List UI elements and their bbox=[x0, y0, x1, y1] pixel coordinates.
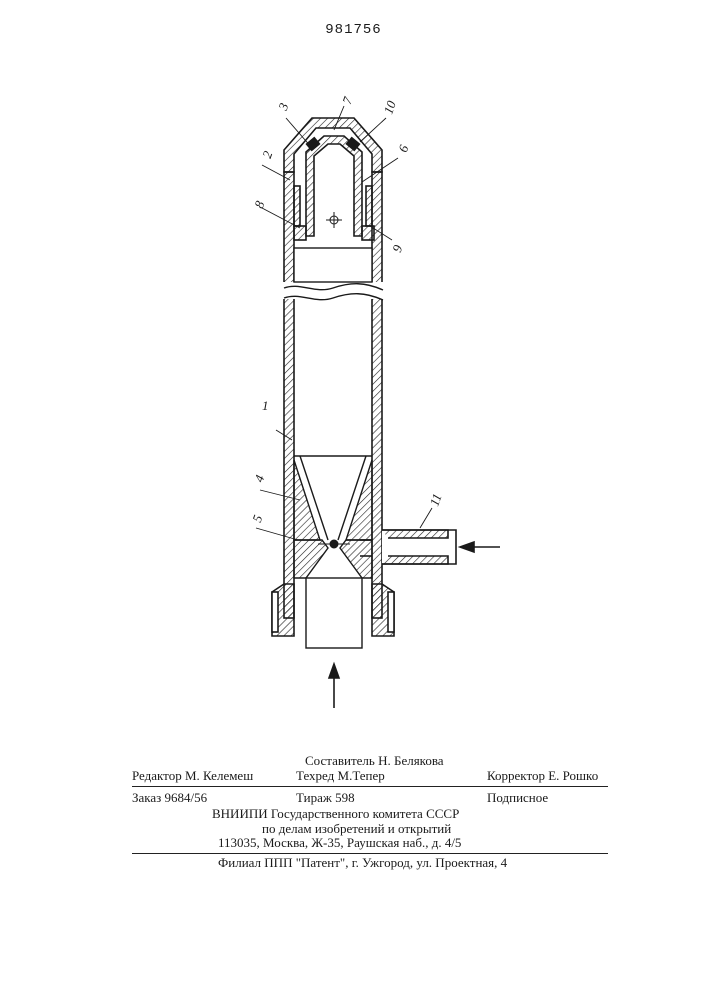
address-line: 113035, Москва, Ж-35, Раушская наб., д. … bbox=[218, 835, 461, 851]
order-line: Заказ 9684/56 bbox=[132, 790, 207, 806]
part-label-4: 4 bbox=[251, 472, 267, 484]
center-mark-top bbox=[326, 212, 342, 228]
diffuser-cone bbox=[294, 456, 372, 540]
circulation-line: Тираж 598 bbox=[296, 790, 355, 806]
editor-line: Редактор М. Келемеш bbox=[132, 768, 253, 784]
compiler-line: Составитель Н. Белякова bbox=[305, 753, 444, 769]
part-label-9: 9 bbox=[389, 242, 405, 254]
part-label-8: 8 bbox=[251, 198, 267, 210]
branch-line: Филиал ППП "Патент", г. Ужгород, ул. Про… bbox=[218, 855, 507, 871]
part-label-10: 10 bbox=[380, 98, 399, 116]
part-label-7: 7 bbox=[339, 94, 355, 106]
guide-cylinder bbox=[294, 248, 372, 282]
divider-top bbox=[132, 786, 608, 787]
org-line-1: ВНИИПИ Государственного комитета СССР bbox=[212, 806, 459, 822]
subscription-line: Подписное bbox=[487, 790, 548, 806]
tech-editor-line: Техред М.Тепер bbox=[296, 768, 385, 784]
leader-lines bbox=[256, 106, 432, 540]
part-label-1: 1 bbox=[262, 398, 269, 413]
part-label-3: 3 bbox=[275, 100, 292, 113]
part-label-2: 2 bbox=[259, 148, 275, 160]
divider-bottom bbox=[132, 853, 608, 854]
part-label-6: 6 bbox=[395, 142, 411, 154]
part-label-11: 11 bbox=[426, 492, 444, 508]
patent-technical-drawing: 1 2 3 4 5 6 7 8 9 10 11 bbox=[0, 0, 707, 720]
part-label-5: 5 bbox=[249, 512, 265, 524]
corrector-line: Корректор Е. Рошко bbox=[487, 768, 598, 784]
break-line bbox=[283, 282, 383, 300]
